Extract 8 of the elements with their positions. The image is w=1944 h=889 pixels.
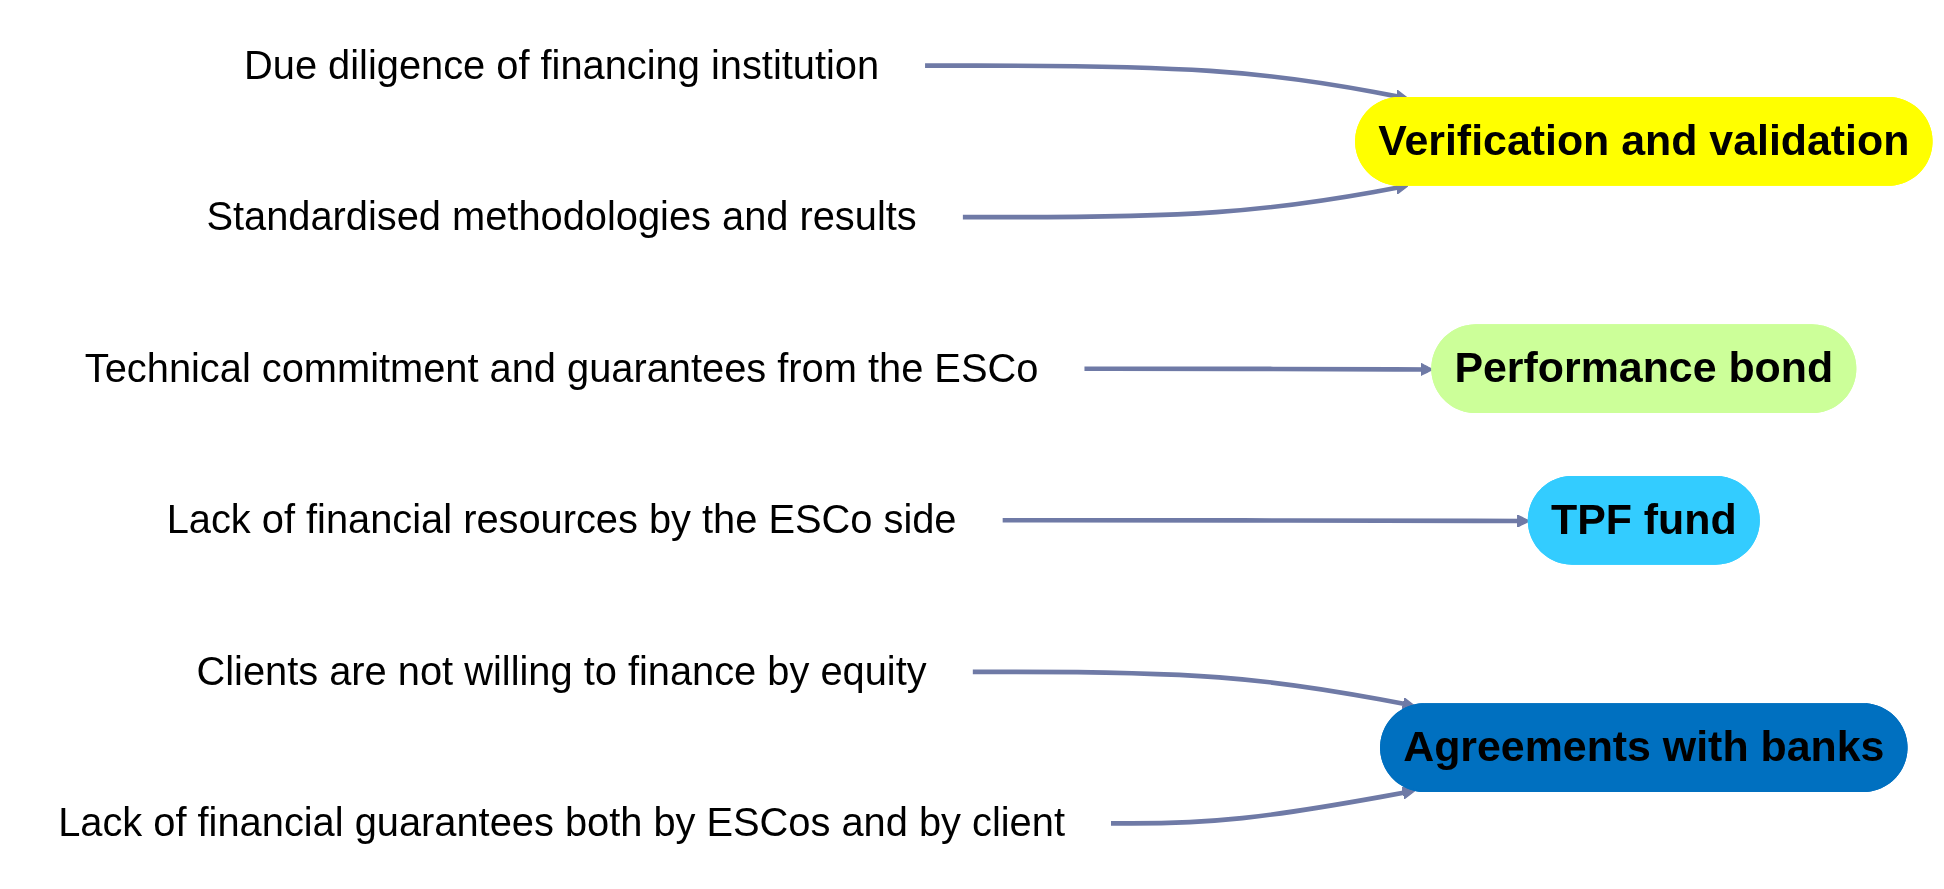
node-text: Lack of financial guarantees both by ESCos and by client (58, 799, 1065, 846)
node-text: Due diligence of financing institution (244, 41, 880, 88)
node-text: Technical commitment and guarantees from the ESCo (84, 344, 1039, 391)
node-text: Lack of financial resources by the ESCo side (166, 496, 957, 543)
arrow (1110, 786, 1416, 826)
node-text: Clients are not willing to finance by equity (196, 648, 927, 695)
node-text: Standardised methodologies and results (206, 193, 917, 240)
arrow (972, 669, 1416, 711)
